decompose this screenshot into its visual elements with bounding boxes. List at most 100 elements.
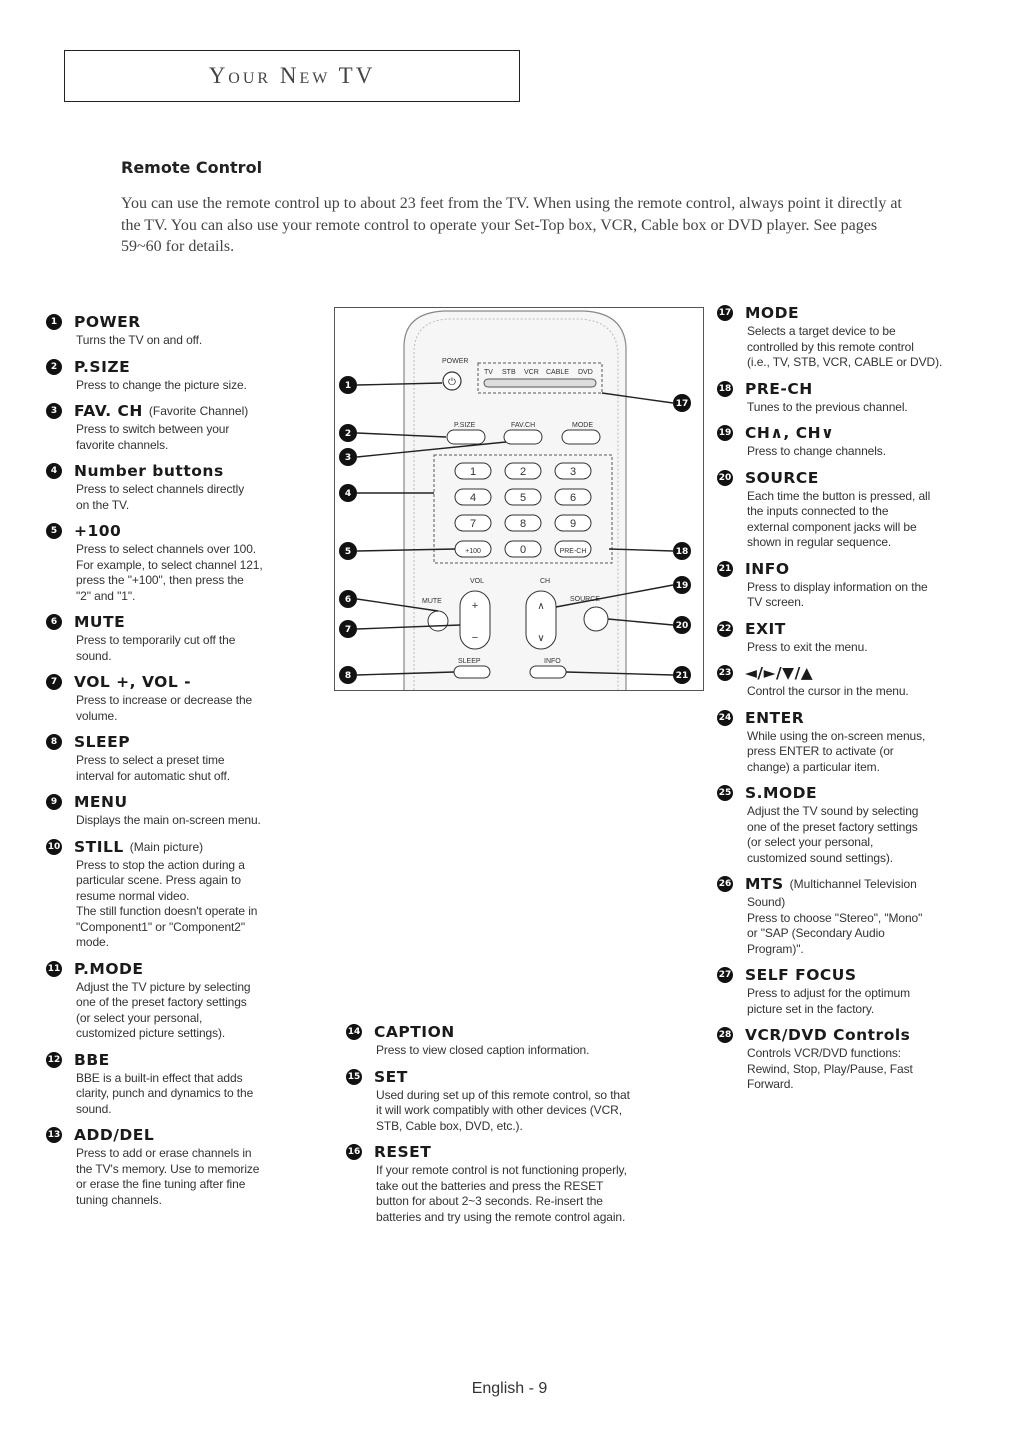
- numpad-button-n7[interactable]: [454, 514, 492, 532]
- numpad-label: +100: [465, 548, 481, 555]
- entry-heading: 23◄/►/▼/▲: [717, 662, 1007, 684]
- numpad-button-n4[interactable]: [454, 488, 492, 506]
- callout-leader-line: [601, 392, 674, 404]
- power-button[interactable]: [442, 371, 462, 391]
- callout-badge: [673, 542, 691, 560]
- numpad-label: PRE-CH: [560, 548, 587, 555]
- entry-title: VOL +, VOL -: [74, 673, 192, 691]
- label-dvd: DVD: [578, 369, 593, 376]
- source-button[interactable]: [583, 606, 609, 632]
- numpad-button-n2[interactable]: [504, 462, 542, 480]
- callout-number-badge: 13: [46, 1127, 62, 1143]
- vol-rocker[interactable]: [459, 590, 491, 650]
- entry-description: Press to adjust for the optimum picture …: [747, 986, 910, 1016]
- numpad-button-n1[interactable]: [454, 462, 492, 480]
- callout-leader-line: [356, 671, 455, 676]
- callout-number-badge: 1: [46, 314, 62, 330]
- section-title: Remote Control: [121, 158, 263, 177]
- callout-leader-line: [356, 548, 456, 552]
- callout-number-badge: 9: [46, 794, 62, 810]
- numpad-button-prech[interactable]: [554, 540, 592, 558]
- sleep-button[interactable]: [453, 665, 491, 679]
- callout-number-badge: 14: [346, 1024, 362, 1040]
- entry-title: ADD/DEL: [74, 1126, 155, 1144]
- callout-leader-line: [356, 441, 507, 458]
- mode-indicator-box: [477, 362, 603, 394]
- callout-badge-number: 7: [345, 625, 351, 635]
- numpad-label: 8: [520, 518, 526, 530]
- mode-button[interactable]: [561, 429, 601, 445]
- callout-badge-number: 5: [345, 547, 351, 557]
- numpad-label: 6: [570, 492, 576, 504]
- numpad-button-n0[interactable]: [504, 540, 542, 558]
- callout-number-badge: 18: [717, 380, 733, 397]
- entry-title: Number buttons: [74, 462, 224, 480]
- callout-number-badge: 22: [717, 620, 733, 637]
- numpad-button-n9[interactable]: [554, 514, 592, 532]
- numpad-label: 0: [520, 544, 526, 556]
- callout-badge: [339, 590, 357, 608]
- callout-badge: [339, 620, 357, 638]
- callout-badge-number: 18: [676, 547, 689, 557]
- info-button[interactable]: [529, 665, 567, 679]
- entry-description: Press to temporarily cut off the sound.: [76, 633, 236, 663]
- callout-number-badge: 20: [717, 469, 733, 486]
- entry-description: Displays the main on-screen menu.: [76, 813, 261, 827]
- entry-subtitle: (Favorite Channel): [148, 404, 249, 418]
- numpad-button-n5[interactable]: [504, 488, 542, 506]
- callout-badge-number: 3: [345, 453, 351, 463]
- entry-description: Press to select a preset time interval f…: [76, 753, 230, 783]
- numpad-button-n3[interactable]: [554, 462, 592, 480]
- callout-number-badge: 10: [46, 838, 62, 855]
- psize-button[interactable]: [446, 429, 486, 445]
- numpad-button-n8[interactable]: [504, 514, 542, 532]
- callout-number-badge: 19: [717, 425, 733, 441]
- callout-number-badge: 17: [717, 305, 733, 321]
- ch-rocker[interactable]: [525, 590, 557, 650]
- numpad-button-n6[interactable]: [554, 488, 592, 506]
- callout-number-badge: 28: [717, 1027, 733, 1043]
- callout-number-badge: 8: [46, 734, 62, 750]
- mute-button[interactable]: [427, 610, 449, 632]
- entry-description: Press to change the picture size.: [76, 377, 247, 392]
- entry-title: ◄/►/▼/▲: [745, 664, 814, 682]
- entry-description: BBE is a built-in effect that adds clari…: [76, 1070, 254, 1116]
- intro-paragraph: You can use the remote control up to abo…: [121, 195, 902, 255]
- entry-description: Press to switch between your favorite ch…: [76, 422, 230, 452]
- label-mute: MUTE: [422, 598, 442, 605]
- entry-description: Press to increase or decrease the volume…: [76, 693, 253, 723]
- entry-description: If your remote control is not functionin…: [376, 1163, 627, 1224]
- entry-description: Press to select channels over 100. For e…: [76, 542, 263, 603]
- remote-control-diagram: POWER ⏻ TV STB VCR CABLE DVD P.SIZE FAV.…: [334, 307, 704, 691]
- callout-number-badge: 16: [346, 1144, 362, 1160]
- entry-title: STILL: [74, 837, 124, 856]
- entry-description: Press to stop the action during a partic…: [76, 857, 258, 950]
- label-tv: TV: [484, 369, 493, 376]
- entry-title: EXIT: [745, 619, 786, 638]
- remote-body-inner: [413, 318, 619, 690]
- label-source: SOURCE: [570, 596, 600, 603]
- numpad-label: 1: [470, 466, 476, 478]
- entry-title: MENU: [74, 793, 128, 811]
- favch-button[interactable]: [503, 429, 543, 445]
